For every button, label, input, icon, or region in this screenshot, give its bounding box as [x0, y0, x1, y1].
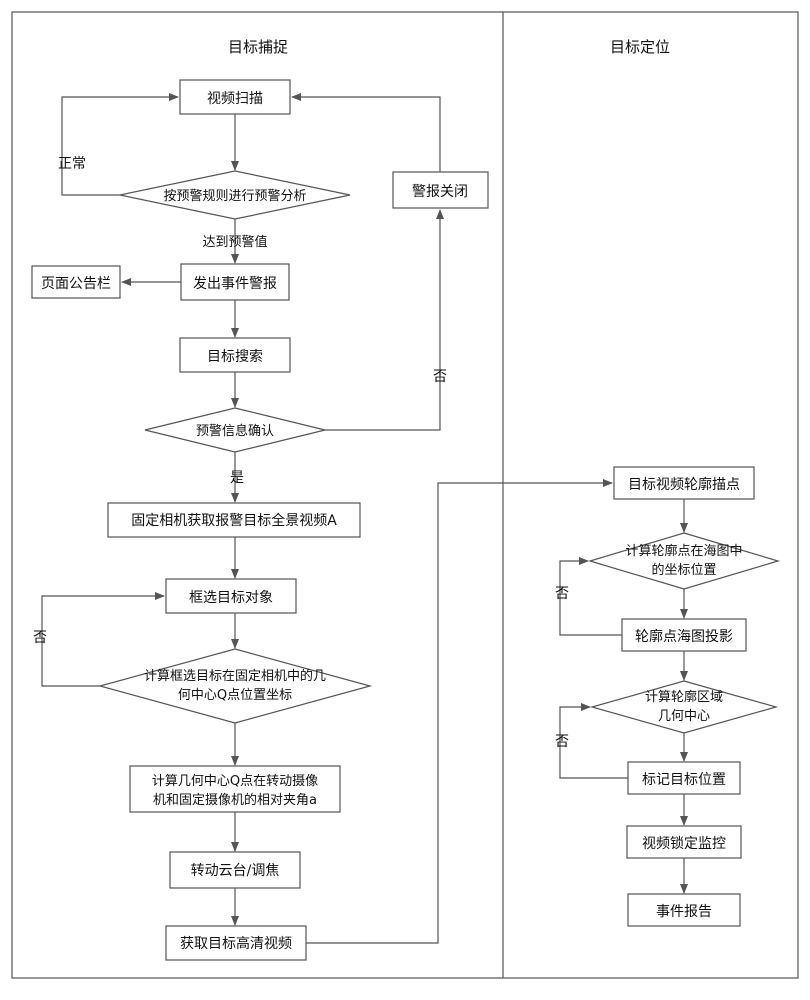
alarm-close-label: 警报关闭	[412, 184, 468, 200]
compute-angle-label-1: 计算几何中心Q点在转动摄像	[152, 773, 318, 789]
issue-alarm-label: 发出事件警报	[193, 276, 277, 292]
no-label-4: 否	[555, 734, 569, 750]
compute-center-label-1: 计算框选目标在固定相机中的几	[144, 668, 326, 684]
no-label-3: 否	[555, 586, 569, 602]
mark-position-box	[627, 761, 741, 795]
compute-coords-label-2: 的坐标位置	[651, 562, 716, 578]
lane-title-capture: 目标捕捉	[228, 38, 288, 56]
page-bulletin-box	[31, 265, 121, 299]
video-scan-box	[179, 79, 291, 115]
video-scan-label: 视频扫描	[207, 91, 263, 107]
compute-region-label-2: 几何中心	[658, 708, 710, 724]
video-lock-label: 视频锁定监控	[642, 836, 726, 852]
compute-region-label-1: 计算轮廓区域	[645, 689, 723, 705]
edge-hd-contour	[306, 479, 613, 944]
no-label-2: 否	[33, 630, 47, 646]
compute-region-diamond	[589, 680, 779, 734]
target-search-label: 目标搜索	[207, 348, 263, 365]
reach-threshold-label: 达到预警值	[202, 234, 267, 250]
outer-frame	[11, 11, 799, 979]
edge-close-scan	[291, 93, 441, 172]
contour-points-box	[613, 466, 755, 500]
chart-projection-label: 轮廓点海图投影	[635, 628, 733, 645]
compute-center-label-2: 何中心Q点位置坐标	[178, 687, 292, 703]
edge-confirm-no	[325, 209, 444, 431]
page-bulletin-label: 页面公告栏	[41, 276, 111, 292]
edge-normal-loop	[61, 93, 179, 196]
video-lock-box	[626, 825, 742, 859]
lane-title-locate: 目标定位	[610, 38, 670, 56]
confirm-info-label: 预警信息确认	[196, 423, 274, 439]
no-label-1: 否	[433, 369, 447, 385]
fixed-camera-box	[107, 502, 361, 538]
hd-video-box	[165, 925, 307, 961]
rotate-ptz-label: 转动云台/调焦	[191, 863, 280, 879]
edge-projection-no-loop	[559, 557, 622, 636]
compute-angle-label-2: 机和固定摄像机的相对夹角a	[153, 792, 317, 808]
mark-position-label: 标记目标位置	[642, 772, 726, 788]
edge-mark-no-loop	[559, 703, 628, 779]
compute-center-diamond	[97, 648, 373, 724]
contour-points-label: 目标视频轮廓描点	[628, 476, 740, 493]
edge-center-no-loop	[41, 592, 165, 687]
compute-coords-diamond	[587, 532, 781, 590]
event-report-label: 事件报告	[656, 904, 712, 920]
hd-video-label: 获取目标高清视频	[180, 935, 292, 952]
issue-alarm-box	[180, 263, 290, 301]
normal-label: 正常	[58, 156, 86, 172]
fixed-camera-label: 固定相机获取报警目标全景视频A	[131, 512, 337, 529]
compute-coords-label-1: 计算轮廓点在海图中	[625, 543, 742, 559]
select-target-label: 框选目标对象	[189, 590, 273, 606]
rule-analysis-label: 按预警规则进行预警分析	[163, 188, 306, 204]
alarm-close-box	[392, 171, 489, 209]
compute-angle-box	[129, 765, 341, 813]
select-target-box	[165, 578, 297, 614]
yes-label: 是	[230, 470, 244, 486]
event-report-box	[627, 893, 741, 927]
